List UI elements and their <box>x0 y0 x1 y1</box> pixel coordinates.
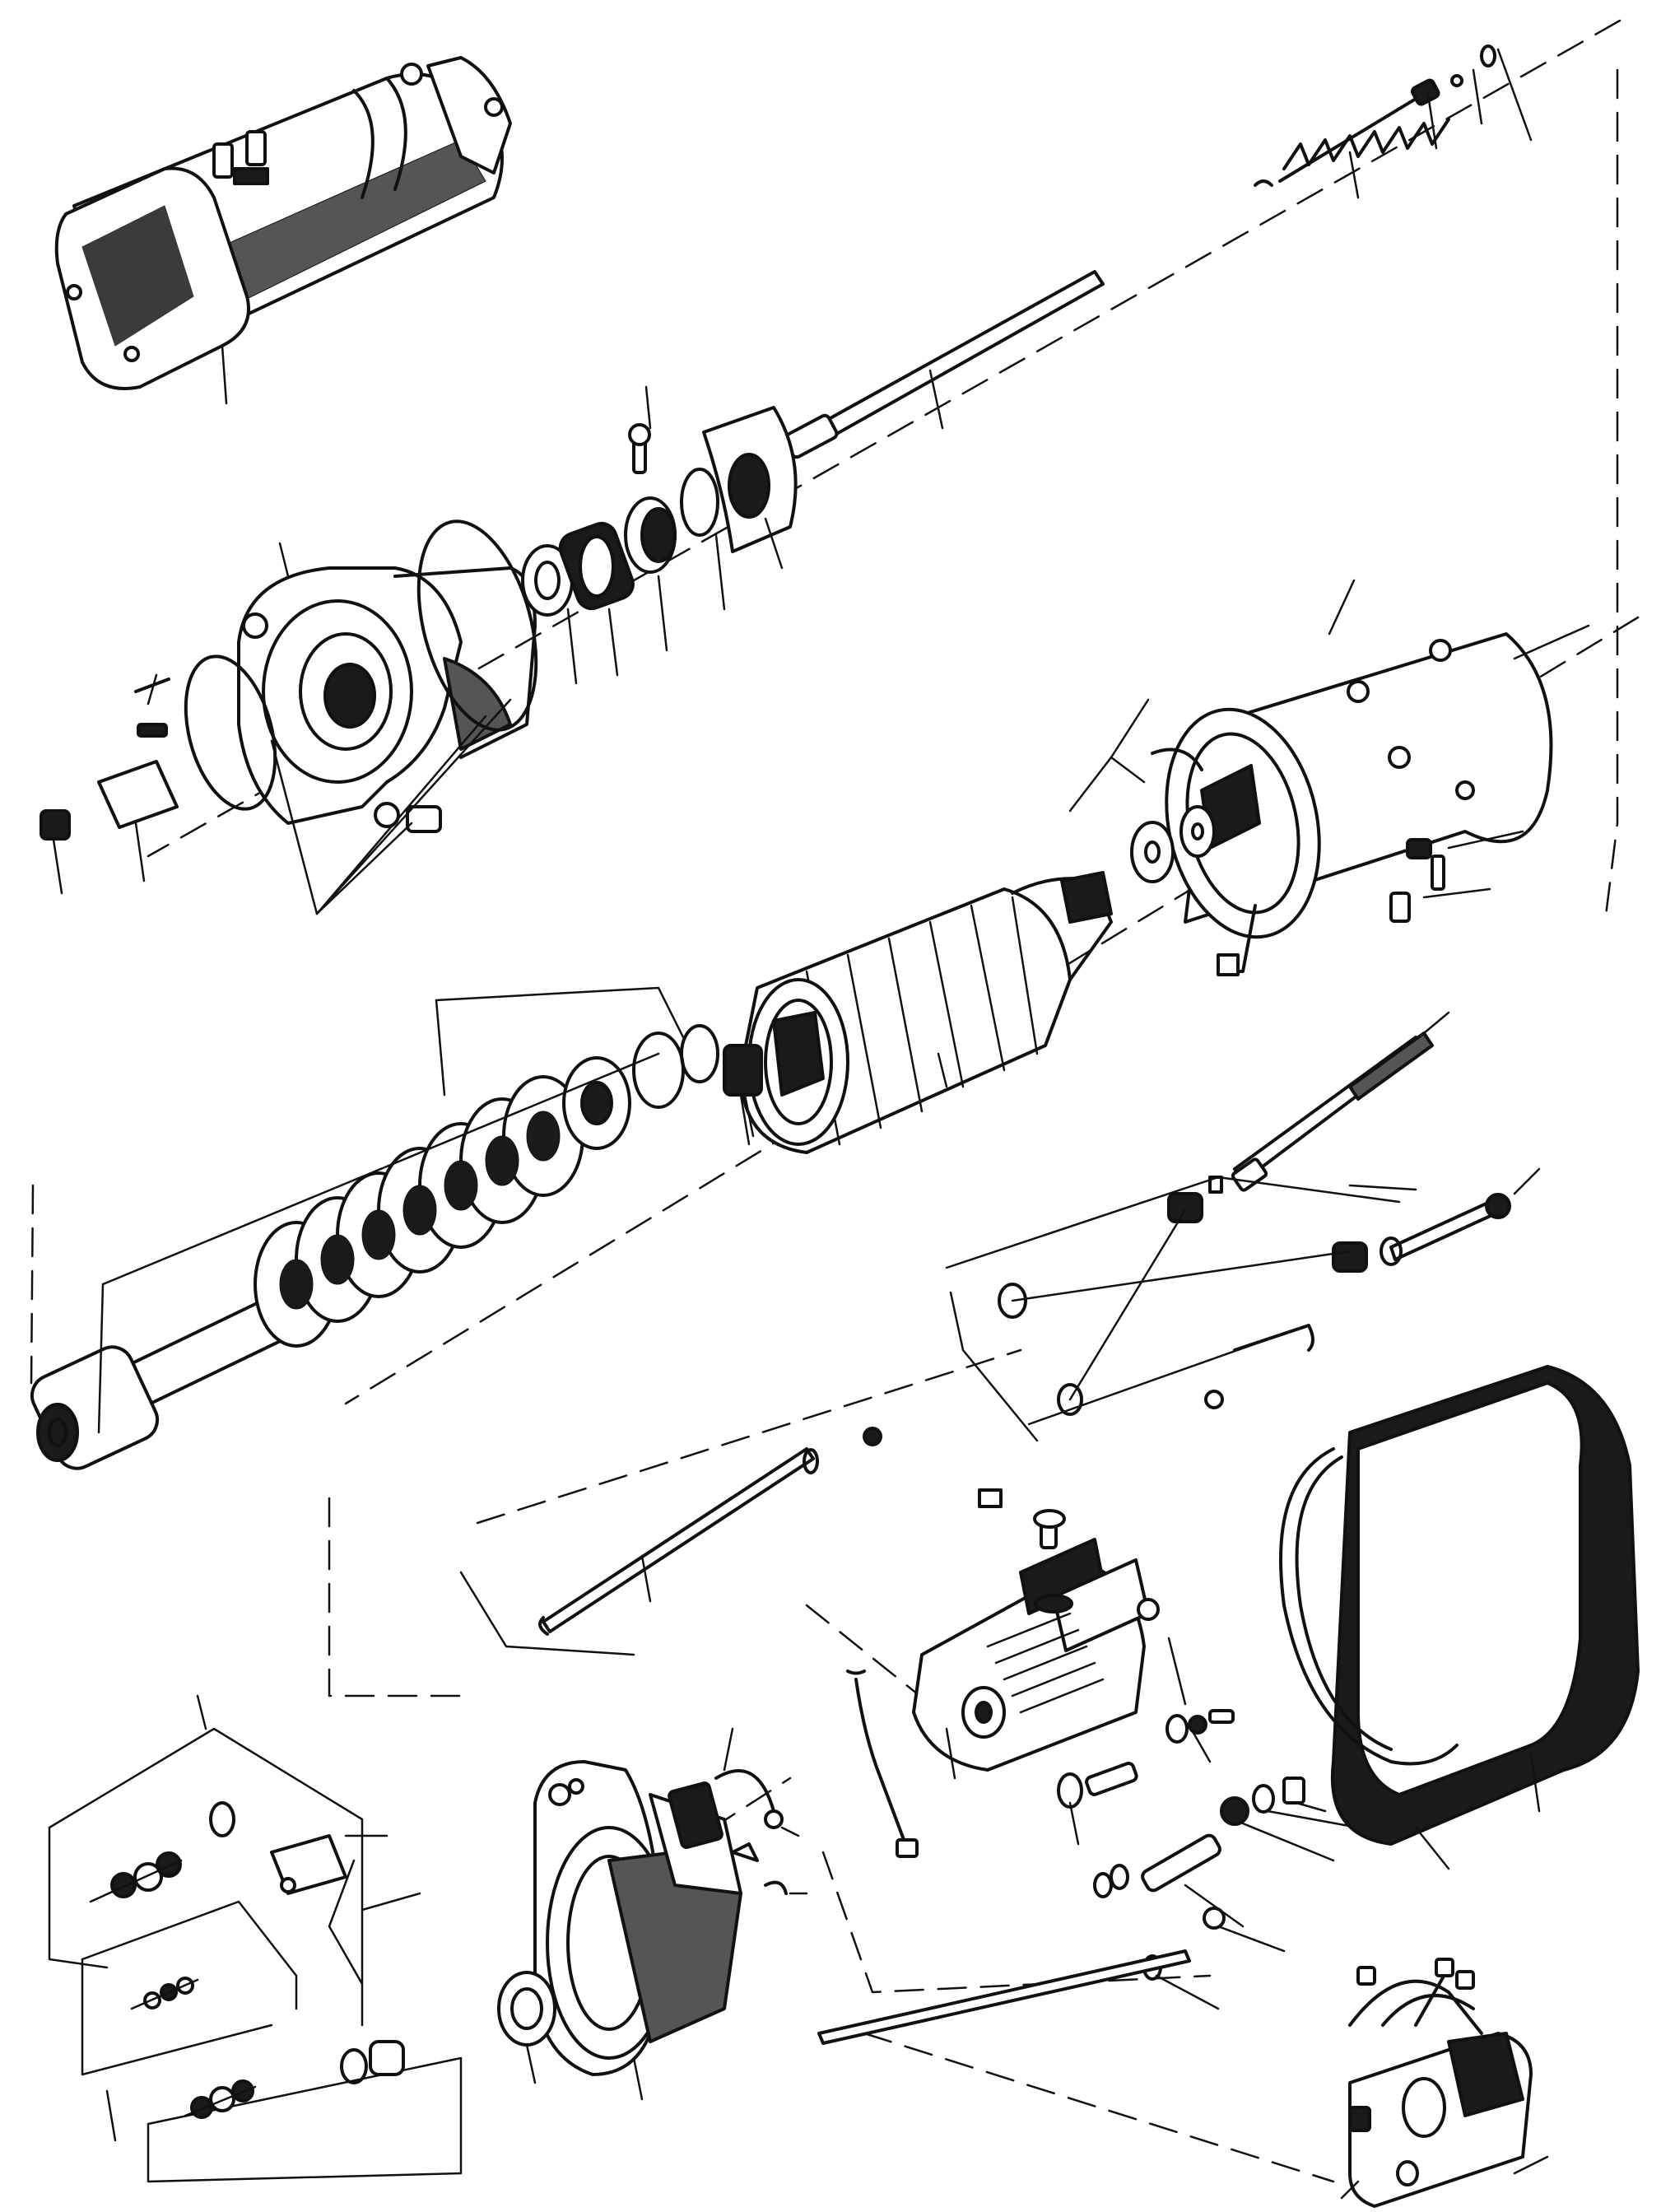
housing-icon <box>237 566 537 833</box>
guide-line-relay <box>863 2032 1335 2183</box>
bearing-icon <box>521 385 798 685</box>
thrust-washer-icon <box>1068 698 1216 883</box>
switch-block-icon <box>912 1509 1187 1780</box>
armature-icon <box>723 871 1113 1154</box>
guide-line-right-vertical <box>1603 68 1619 924</box>
rod-icon <box>783 270 1105 459</box>
connector-lead-icon <box>846 1669 919 1858</box>
bracket-icon <box>497 1760 742 2101</box>
relay-icon <box>1340 1958 1549 2208</box>
guide-line-lower-bracket <box>328 1497 463 1697</box>
guide-line-rod-lower <box>821 1851 1212 1994</box>
o-ring-icon <box>184 519 538 811</box>
band-icon <box>1279 1365 1640 1870</box>
coil-spring-icon <box>1278 97 1450 199</box>
screw-washer-group <box>1057 1709 1235 1846</box>
brush-icon <box>945 1011 1541 1508</box>
guide-line-left-vertical <box>30 1184 35 1385</box>
clutch-pack-icon <box>30 986 751 1470</box>
terminal-stud-group <box>817 1777 1360 2045</box>
guide-line-lower-long <box>476 1348 1022 1525</box>
pinion-sleeve-parts <box>40 673 179 895</box>
nut-washer-set-icon <box>89 1851 257 2119</box>
terminal-kit-icon <box>48 1694 463 2183</box>
cylinder-icon <box>1151 579 1590 976</box>
guide-line-upper <box>147 19 1621 858</box>
pull-rod-assembly <box>783 44 1533 459</box>
brush-holder-icon <box>668 1727 808 1895</box>
solenoid-icon <box>54 56 512 405</box>
through-bolt-icon <box>459 1427 882 1656</box>
housing-fastener-leaders <box>270 542 512 915</box>
